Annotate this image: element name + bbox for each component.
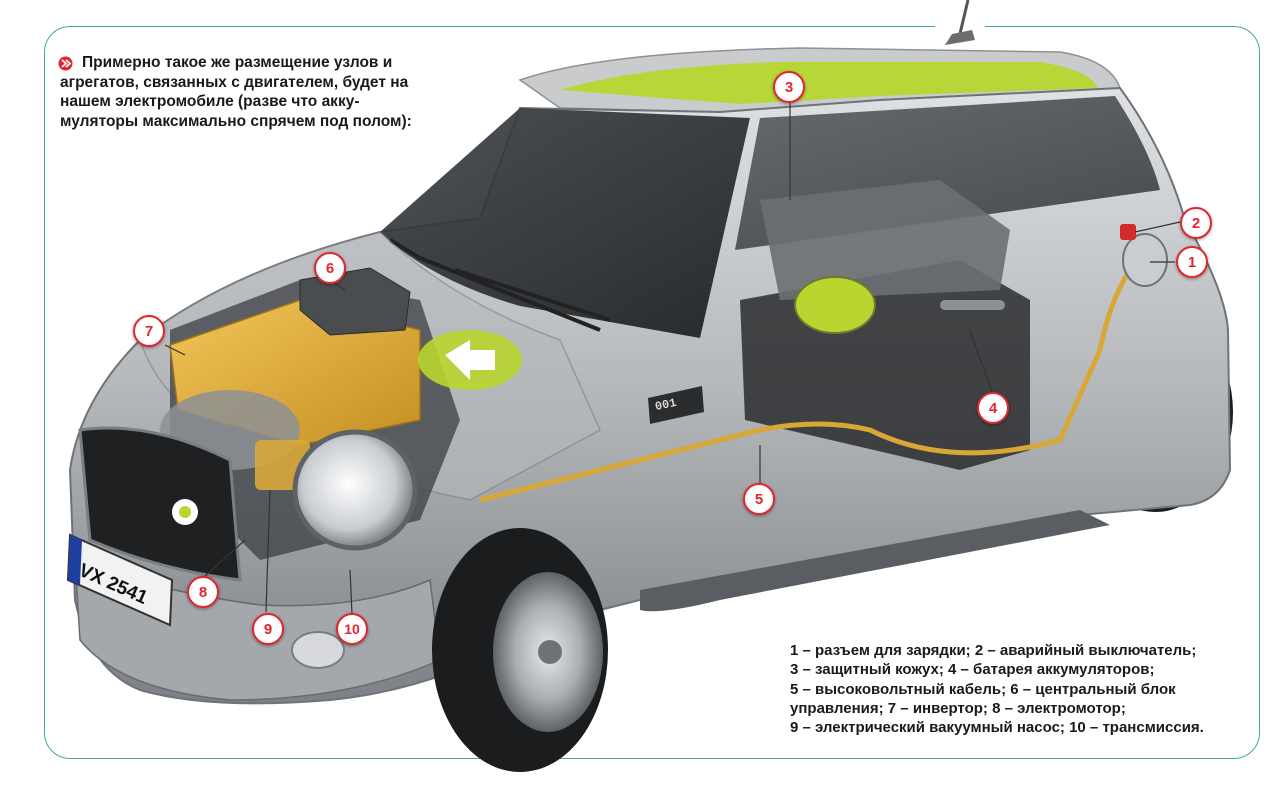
front-wheel: [432, 528, 608, 772]
callout-9: 9: [252, 613, 284, 645]
callout-5: 5: [743, 483, 775, 515]
side-skirt: [640, 510, 1110, 612]
legend-line: 3 – защитный кожух; 4 – батарея аккумуля…: [790, 661, 1155, 679]
emergency-switch: [1120, 224, 1136, 240]
roof-accent: [560, 62, 1098, 104]
callout-6: 6: [314, 252, 346, 284]
callout-1: 1: [1176, 246, 1208, 278]
antenna-base: [945, 30, 975, 45]
wiper-2: [454, 268, 611, 322]
callout-4: 4: [977, 392, 1009, 424]
fender-display: [648, 386, 704, 424]
legend-line: управления; 7 – инвертор; 8 – электромот…: [790, 699, 1126, 717]
legend-line: 1 – разъем для зарядки; 2 – аварийный вы…: [790, 642, 1197, 659]
side-mirror: [794, 276, 876, 334]
callout-2: 2: [1180, 207, 1212, 239]
headlight: [292, 429, 418, 551]
fog-light: [291, 631, 345, 669]
hv-cable: [479, 268, 1133, 503]
intro-text: Примерно такое же размещение узлов и агр…: [60, 54, 412, 130]
legend-line: 9 – электрический вакуумный насос; 10 – …: [790, 719, 1204, 737]
legend-line: 5 – высоковольтный кабель; 6 – центральн…: [790, 680, 1176, 698]
control-unit: [299, 267, 411, 336]
diagram-frame: [44, 26, 1260, 759]
grille: [78, 426, 242, 582]
frame-gap: [935, 20, 985, 34]
callout-10: 10: [336, 613, 368, 645]
callout-8: 8: [187, 576, 219, 608]
charging-port: [1122, 233, 1168, 287]
protective-cover: [760, 180, 1010, 300]
callout-7: 7: [133, 315, 165, 347]
arrow-bullet-icon: [58, 56, 73, 71]
wiper: [388, 238, 601, 332]
door-handle: [940, 300, 1005, 310]
license-plate: [66, 533, 174, 627]
hood-badge: [418, 330, 522, 390]
callout-3: 3: [773, 71, 805, 103]
legend: 1 – разъем для зарядки; 2 – аварийный вы…: [790, 641, 1260, 737]
leader-lines: [164, 100, 1181, 615]
